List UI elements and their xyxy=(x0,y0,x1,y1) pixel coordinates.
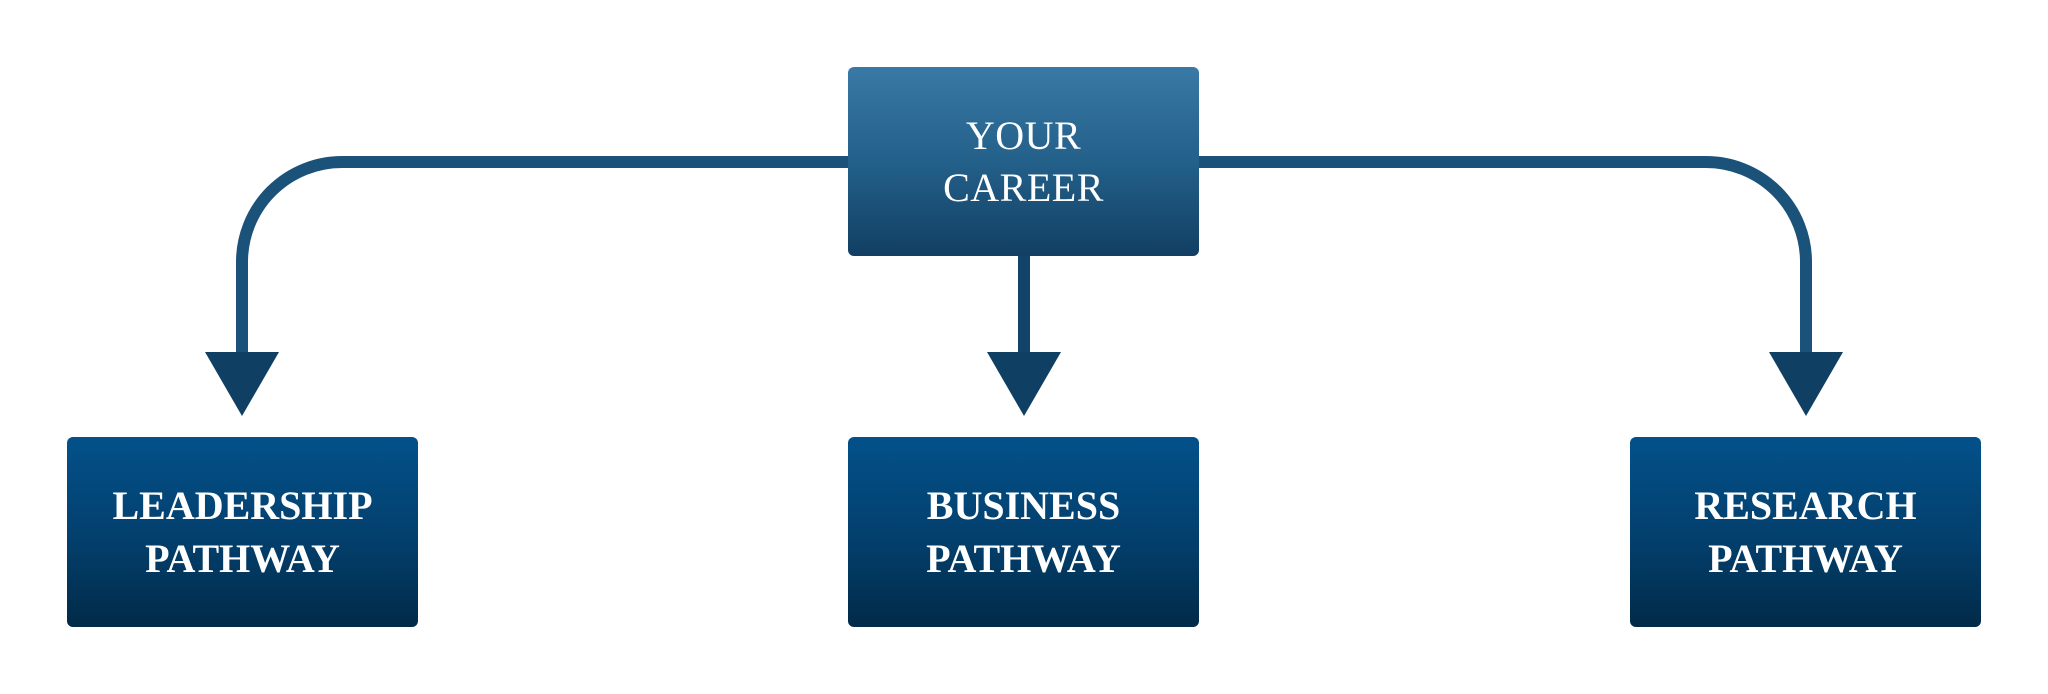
leadership-pathway-box: LEADERSHIP PATHWAY xyxy=(67,437,418,627)
arrowhead-right-icon xyxy=(1769,352,1843,416)
research-label-line-1: RESEARCH xyxy=(1694,483,1917,528)
research-pathway-box: RESEARCH PATHWAY xyxy=(1630,437,1981,627)
arrowhead-middle-icon xyxy=(987,352,1061,416)
research-label-line-2: PATHWAY xyxy=(1708,536,1903,581)
root-label-line-1: YOUR xyxy=(965,112,1082,158)
connector-left xyxy=(236,156,848,356)
leadership-label-line-2: PATHWAY xyxy=(145,536,340,581)
your-career-box: YOUR CAREER xyxy=(848,67,1199,256)
connector-right xyxy=(1199,156,1812,356)
root-label-line-2: CAREER xyxy=(943,164,1104,210)
leadership-label-line-1: LEADERSHIP xyxy=(112,483,373,528)
business-label-line-2: PATHWAY xyxy=(926,536,1121,581)
arrowhead-left-icon xyxy=(205,352,279,416)
business-pathway-box: BUSINESS PATHWAY xyxy=(848,437,1199,627)
business-label-line-1: BUSINESS xyxy=(926,483,1121,528)
